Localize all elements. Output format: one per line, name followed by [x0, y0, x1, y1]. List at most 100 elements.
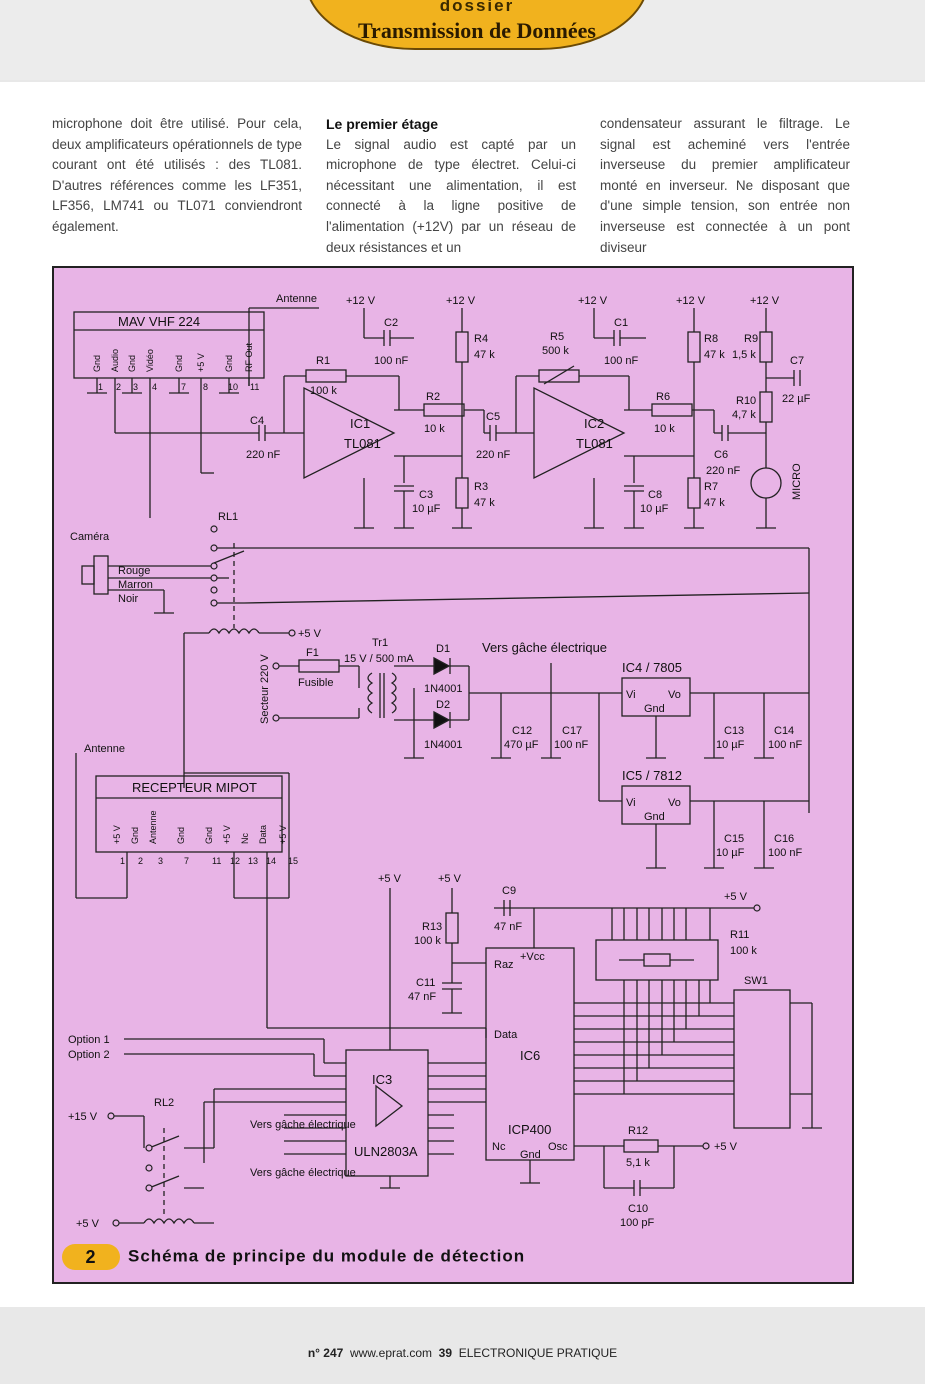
label-ic4-gnd: Gnd — [644, 703, 665, 715]
label-uln2803a: ULN2803A — [354, 1144, 418, 1159]
label-r11-value: 100 k — [730, 945, 757, 957]
diode-d2 — [433, 710, 451, 730]
label-tl081-2: TL081 — [576, 436, 613, 451]
text-column-2: Le premier étage Le signal audio est cap… — [326, 114, 576, 258]
svg-text:11: 11 — [212, 856, 221, 866]
svg-text:Gnd: Gnd — [224, 355, 234, 372]
label-secteur: Secteur 220 V — [259, 654, 271, 724]
label-r1-value: 100 k — [310, 385, 337, 397]
label-r6: R6 — [656, 391, 670, 403]
svg-text:+5 V: +5 V — [278, 825, 288, 844]
svg-text:2: 2 — [116, 382, 121, 392]
microphone — [750, 467, 782, 499]
camera-connector — [93, 555, 109, 595]
label-ic4-vi: Vi — [626, 689, 636, 701]
label-camera: Caméra — [70, 531, 110, 543]
label-c14-value: 100 nF — [768, 739, 803, 751]
label-c2: C2 — [384, 317, 398, 329]
label-r8-value: 47 k — [704, 349, 725, 361]
label-antenne-1: Antenne — [276, 293, 317, 305]
svg-text:7: 7 — [181, 382, 186, 392]
receiver-pin-labels: +5 V Gnd Antenne Gnd Gnd +5 V Nc Data +5… — [112, 810, 298, 866]
label-d2: D2 — [436, 699, 450, 711]
sw1-dip-switch — [733, 989, 791, 1129]
label-ic5: IC5 / 7812 — [622, 768, 682, 783]
label-r13: R13 — [422, 921, 442, 933]
mav-pin-labels: Gnd Audio Gnd Vidéo Gnd +5 V Gnd RF Out … — [92, 342, 259, 392]
label-1n4001-1: 1N4001 — [424, 683, 463, 695]
footer-issue: n° 247 — [307, 1346, 344, 1360]
label-c10: C10 — [628, 1203, 648, 1215]
label-ic2: IC2 — [584, 416, 604, 431]
label-c8-value: 10 µF — [640, 503, 669, 515]
svg-text:1: 1 — [120, 856, 125, 866]
section-kicker: dossier — [439, 0, 515, 15]
label-c7-value: 22 µF — [782, 393, 811, 405]
label-nc: Nc — [492, 1141, 506, 1153]
label-r9: R9 — [744, 333, 758, 345]
label-r11: R11 — [730, 929, 749, 941]
svg-text:1: 1 — [98, 382, 103, 392]
label-r12-value: 5,1 k — [626, 1157, 650, 1169]
label-5v-4: +5 V — [724, 891, 748, 903]
label-12v-1: +12 V — [346, 295, 376, 307]
column-3-text: condensateur assurant le filtrage. Le si… — [600, 116, 850, 255]
label-raz: Raz — [494, 959, 514, 971]
label-c13: C13 — [724, 725, 744, 737]
footer-site[interactable]: www.eprat.com — [349, 1346, 432, 1360]
label-c17: C17 — [562, 725, 582, 737]
mipot-receiver — [95, 775, 283, 853]
svg-text:Antenne: Antenne — [148, 810, 158, 844]
label-c9: C9 — [502, 885, 516, 897]
label-5v-1: +5 V — [298, 628, 322, 640]
svg-text:Gnd: Gnd — [127, 355, 137, 372]
label-r9-value: 1,5 k — [732, 349, 756, 361]
label-vers-gache: Vers gâche électrique — [482, 640, 607, 655]
label-icp400: ICP400 — [508, 1122, 551, 1137]
label-r12: R12 — [628, 1125, 648, 1137]
label-tr1: Tr1 — [372, 637, 388, 649]
svg-text:14: 14 — [266, 856, 276, 866]
label-c5: C5 — [486, 411, 500, 423]
label-12v-5: +12 V — [750, 295, 780, 307]
label-5v-2: +5 V — [378, 873, 402, 885]
label-r10: R10 — [736, 395, 756, 407]
ic2-opamp — [533, 386, 626, 480]
label-r7-value: 47 k — [704, 497, 725, 509]
label-c2-value: 100 nF — [374, 355, 409, 367]
svg-text:RF Out: RF Out — [244, 342, 254, 372]
svg-text:+5 V: +5 V — [112, 825, 122, 844]
svg-text:8: 8 — [203, 382, 208, 392]
svg-text:13: 13 — [248, 856, 258, 866]
label-vers-gache-2: Vers gâche électrique — [250, 1119, 356, 1131]
label-c1-value: 100 nF — [604, 355, 639, 367]
component-labels: Antenne MAV VHF 224 +12 V +12 V +12 V +1… — [68, 293, 811, 1230]
label-c1: C1 — [614, 317, 628, 329]
label-c6-value: 220 nF — [706, 465, 741, 477]
text-column-1: microphone doit être utilisé. Pour cela,… — [52, 114, 302, 238]
figure-number-badge: 2 — [62, 1244, 120, 1270]
svg-text:Gnd: Gnd — [130, 827, 140, 844]
label-r1: R1 — [316, 355, 330, 367]
label-c10-value: 100 pF — [620, 1217, 655, 1229]
label-option1: Option 1 — [68, 1034, 110, 1046]
diode-d1 — [433, 656, 451, 676]
svg-text:Gnd: Gnd — [92, 355, 102, 372]
svg-text:+5 V: +5 V — [222, 825, 232, 844]
label-ic1: IC1 — [350, 416, 370, 431]
label-r8: R8 — [704, 333, 718, 345]
label-ic5-vo: Vo — [668, 797, 681, 809]
label-r13-value: 100 k — [414, 935, 441, 947]
label-ic5-vi: Vi — [626, 797, 636, 809]
label-sw1: SW1 — [744, 975, 768, 987]
label-vcc: +Vcc — [520, 951, 545, 963]
svg-text:12: 12 — [230, 856, 240, 866]
rl2-coil — [143, 1218, 195, 1225]
page-footer: n° 247 www.eprat.com 39 ELECTRONIQUE PRA… — [0, 1346, 925, 1360]
label-ic3: IC3 — [372, 1072, 392, 1087]
label-tl081-1: TL081 — [344, 436, 381, 451]
section-title: Transmission de Données — [358, 18, 596, 43]
label-f1: F1 — [306, 647, 319, 659]
column-1-text: microphone doit être utilisé. Pour cela,… — [52, 116, 302, 234]
